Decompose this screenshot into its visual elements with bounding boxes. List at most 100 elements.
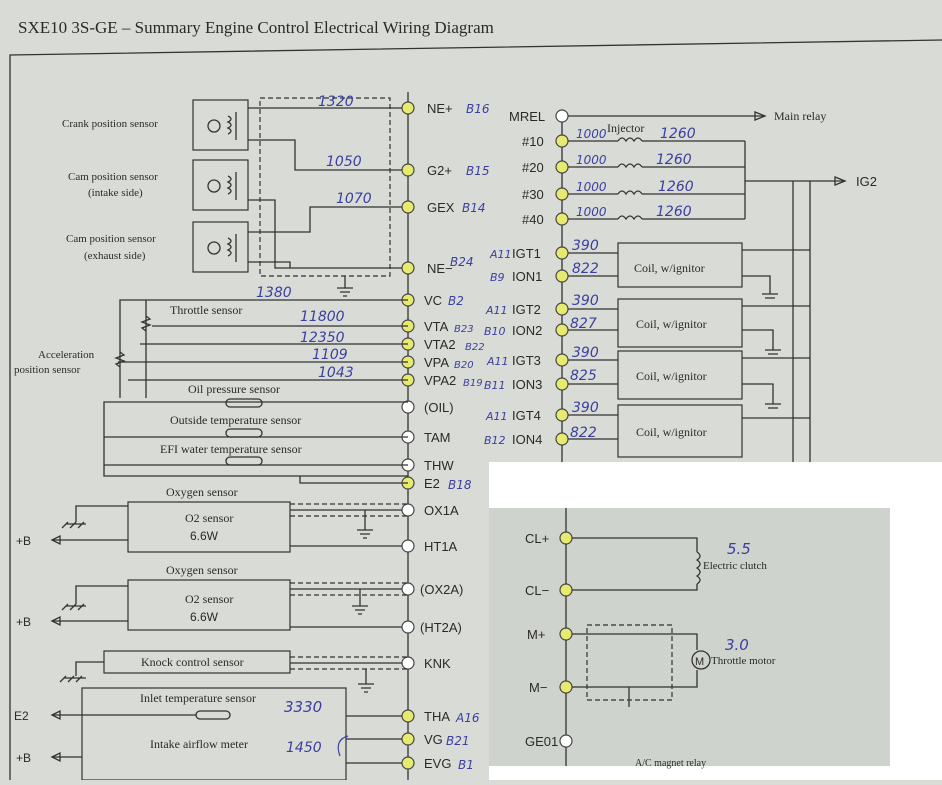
cam-exhaust-label-2: (exhaust side) — [84, 250, 146, 262]
pin-vpa2: VPA2 — [424, 373, 456, 388]
o2-watt-1-label: 6.6W — [190, 529, 219, 543]
main-relay-label: Main relay — [774, 109, 826, 123]
coil-3-label: Coil, w/ignitor — [636, 369, 707, 383]
knock-sensor: Knock control sensor — [59, 650, 408, 693]
hw-inj-a-4: 1000 — [576, 205, 607, 219]
hw-igt2-res: 390 — [572, 293, 599, 309]
pin-vg: VG — [424, 732, 443, 747]
hw-vg-code: B21 — [446, 734, 470, 748]
pin-40: #40 — [522, 212, 544, 227]
pin-e2: E2 — [424, 476, 440, 491]
outside-temp-thermistor — [225, 428, 263, 438]
pin-ht1a: HT1A — [424, 539, 458, 554]
pin-10: #10 — [522, 134, 544, 149]
oxygen-sensor-2-label: Oxygen sensor — [166, 563, 238, 577]
hw-vpa-res: 1109 — [312, 347, 348, 363]
hw-crank-res: 1320 — [318, 94, 354, 110]
hw-inj-b-2: 1260 — [656, 152, 692, 168]
pin-knk: KNK — [424, 656, 451, 671]
plus-b-1: +B — [16, 534, 31, 548]
airflow-meter-label: Intake airflow meter — [150, 737, 248, 751]
hw-ion1-res: 822 — [572, 261, 599, 277]
coil-2: Coil, w/ignitor — [568, 298, 810, 355]
main-relay-arrow — [754, 111, 767, 121]
cam-exhaust-sensor: Cam position sensor (exhaust side) — [66, 221, 249, 273]
diagram-title: SXE10 3S-GE – Summary Engine Control Ele… — [18, 18, 494, 37]
intake-airflow-meter: Inlet temperature sensor Intake airflow … — [50, 687, 402, 781]
coil-4-label: Coil, w/ignitor — [636, 425, 707, 439]
pin-igt3: IGT3 — [512, 353, 541, 368]
accel-sensor-label-2: position sensor — [14, 364, 81, 376]
hw-vta2-res: 12350 — [300, 330, 345, 346]
pin-gex: GEX — [427, 200, 455, 215]
hw-ion2-code: B10 — [484, 325, 506, 338]
oil-pressure-thermistor — [225, 398, 263, 408]
inset-pin-m-plus: M+ — [527, 627, 545, 642]
hw-inj-b-3: 1260 — [658, 179, 694, 195]
inset-pin-cl-minus: CL− — [525, 583, 549, 598]
oil-sensor-label: Oil pressure sensor — [188, 382, 280, 396]
cam-intake-label-2: (intake side) — [88, 187, 143, 199]
hw-igt2-code: A11 — [485, 304, 508, 317]
crank-position-sensor: Crank position sensor — [62, 99, 249, 151]
cam-intake-sensor: Cam position sensor (intake side) — [68, 159, 249, 211]
outside-temp-label: Outside temperature sensor — [170, 413, 301, 427]
coil-4: Coil, w/ignitor — [568, 404, 810, 458]
hw-motor-res: 3.0 — [725, 636, 749, 654]
o2-sensor-2: Oxygen sensor O2 sensor 6.6W — [50, 563, 408, 631]
hw-igt4-res: 390 — [572, 400, 599, 416]
pin-mrel: MREL — [509, 109, 545, 124]
pin-tam: TAM — [424, 430, 450, 445]
plus-b-3: +B — [16, 751, 31, 765]
coil-1-label: Coil, w/ignitor — [634, 261, 705, 275]
hw-g2-res: 1050 — [326, 154, 362, 170]
ac-relay-label: A/C magnet relay — [635, 758, 706, 769]
pin-evg: EVG — [424, 756, 451, 771]
hw-igt3-code: A11 — [486, 355, 509, 368]
pin-g2-plus: G2+ — [427, 163, 452, 178]
e2-output: E2 — [14, 709, 29, 723]
injector-label: Injector — [607, 121, 644, 135]
pin-vta2: VTA2 — [424, 337, 456, 352]
inset-panel: CL+ CL− M+ M− GE01 Electric clutch 5.5 M… — [489, 462, 942, 780]
pin-oil: (OIL) — [424, 400, 454, 415]
inset-pin-ge01: GE01 — [525, 734, 558, 749]
inset-pin-m-minus: M− — [529, 680, 547, 695]
injector-coils — [568, 137, 745, 221]
hw-inj-a-2: 1000 — [576, 153, 607, 167]
pin-ht2a: (HT2A) — [420, 620, 462, 635]
pin-20: #20 — [522, 160, 544, 175]
hw-igt3-res: 390 — [572, 345, 599, 361]
inlet-temp-label: Inlet temperature sensor — [140, 691, 256, 705]
hw-igt1-res: 390 — [572, 238, 599, 254]
hw-igt1-code: A11 — [489, 248, 512, 261]
hw-clutch-res: 5.5 — [727, 540, 751, 558]
cam-intake-label-1: Cam position sensor — [68, 171, 158, 183]
hw-vpa2-code: B19 — [463, 378, 483, 389]
pin-vc: VC — [424, 293, 442, 308]
o2-box-1-label: O2 sensor — [185, 511, 233, 525]
hw-e2-code: B18 — [448, 478, 472, 492]
hw-vta-code: B23 — [454, 324, 474, 335]
efi-water-label: EFI water temperature sensor — [160, 442, 302, 456]
hw-ion4-res: 822 — [570, 425, 597, 441]
coil-3: Coil, w/ignitor — [568, 350, 810, 409]
pin-vpa: VPA — [424, 355, 449, 370]
inset-photo — [489, 508, 890, 766]
pin-vta: VTA — [424, 319, 449, 334]
hw-inj-a-3: 1000 — [576, 180, 607, 194]
ig2-label: IG2 — [856, 174, 877, 189]
hw-vta-res: 11800 — [300, 309, 345, 325]
pin-ne-minus: NE− — [427, 261, 453, 276]
inset-pin-cl-plus: CL+ — [525, 531, 549, 546]
hw-vpa-code: B20 — [454, 360, 474, 371]
hw-inj-b-1: 1260 — [660, 126, 696, 142]
motor-symbol-letter: M — [695, 656, 704, 668]
hw-ion3-res: 825 — [570, 368, 597, 384]
hw-tha-res: 3330 — [284, 698, 322, 716]
hw-vg-val: 1450 — [286, 740, 322, 756]
pin-ox2a: (OX2A) — [420, 582, 463, 597]
coil-2-label: Coil, w/ignitor — [636, 317, 707, 331]
hw-igt4-code: A11 — [485, 410, 508, 423]
